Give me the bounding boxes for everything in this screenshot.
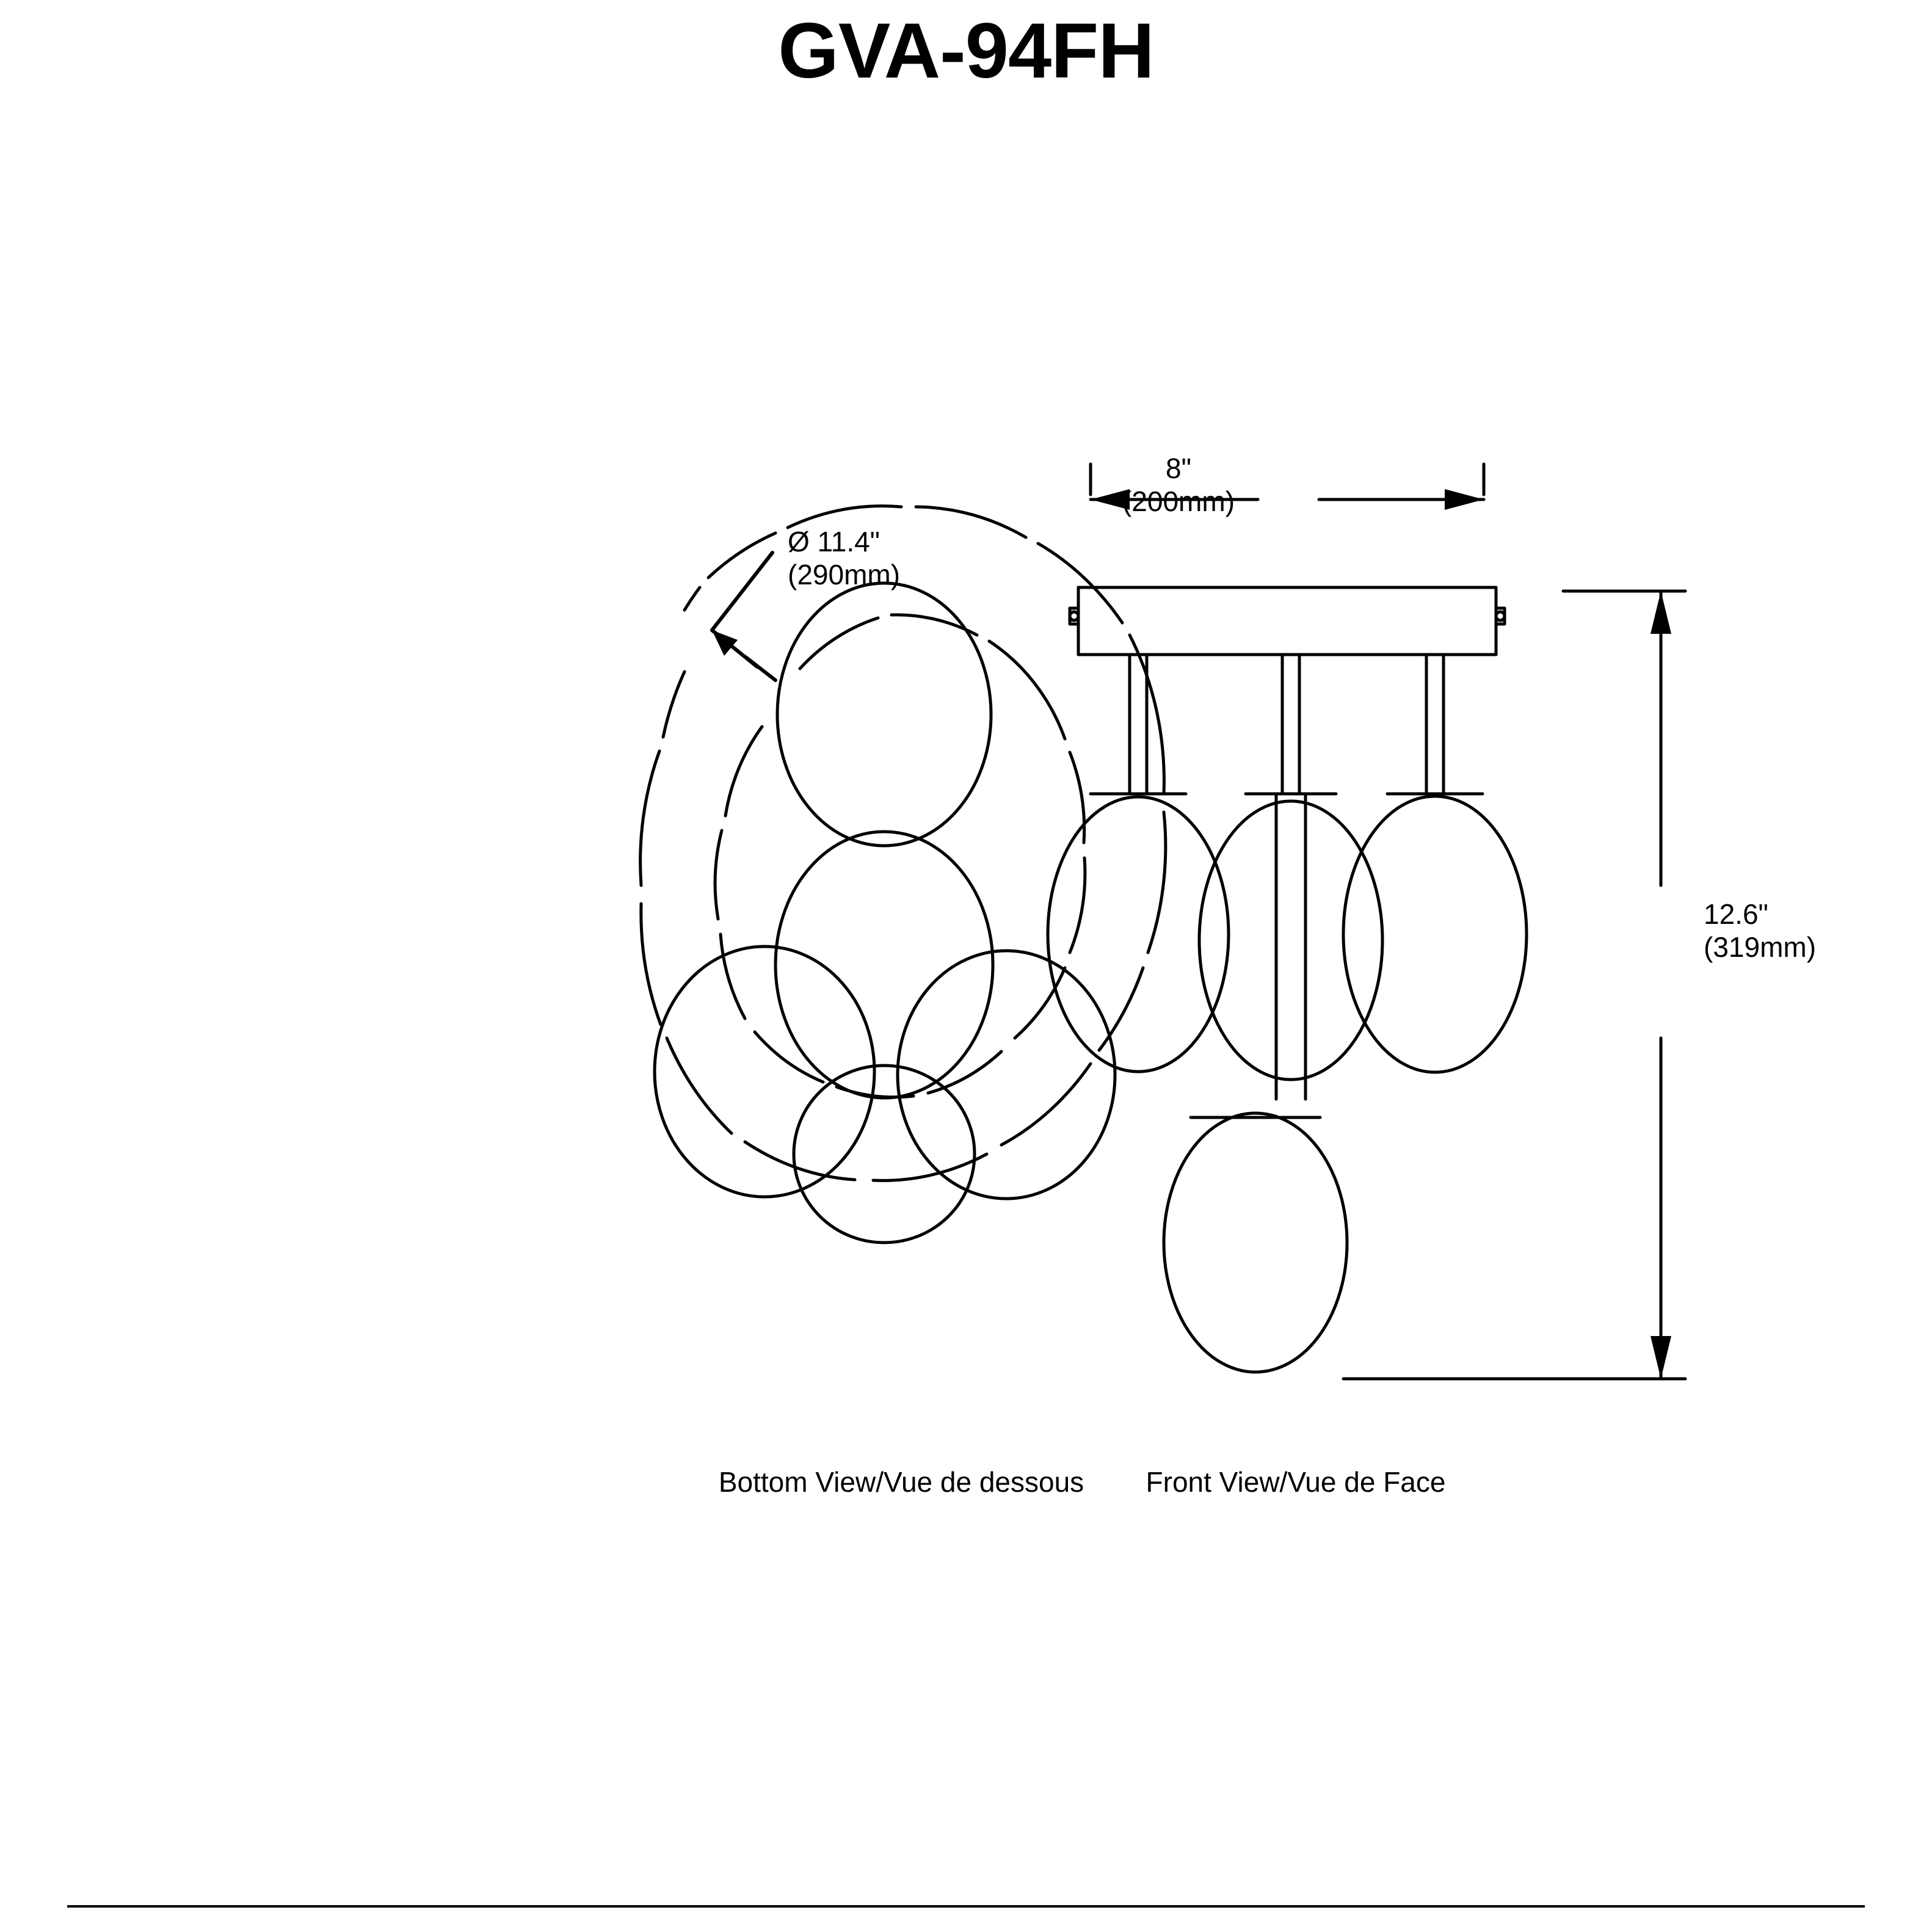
- height-imperial: 12.6": [1704, 898, 1768, 930]
- diameter-metric: (290mm): [788, 559, 901, 590]
- width-imperial: 8": [1166, 452, 1191, 484]
- width-metric: (200mm): [1122, 485, 1235, 517]
- bottom-view-geometry: [639, 504, 1168, 1244]
- front-view-geometry: [1046, 462, 1687, 1381]
- bottom-view-caption: Bottom View/Vue de dessous: [718, 1466, 1084, 1498]
- diameter-dimension-label: Ø 11.4" (290mm): [788, 525, 900, 591]
- front-view-caption: Front View/Vue de Face: [1146, 1466, 1446, 1498]
- width-dimension-label: 8" (200mm): [1069, 452, 1288, 518]
- diameter-imperial: Ø 11.4": [788, 526, 881, 557]
- footer-divider: [67, 1905, 1865, 1908]
- height-dimension-label: 12.6" (319mm): [1704, 898, 1816, 964]
- page-title: GVA-94FH: [778, 7, 1155, 95]
- height-metric: (319mm): [1704, 931, 1817, 963]
